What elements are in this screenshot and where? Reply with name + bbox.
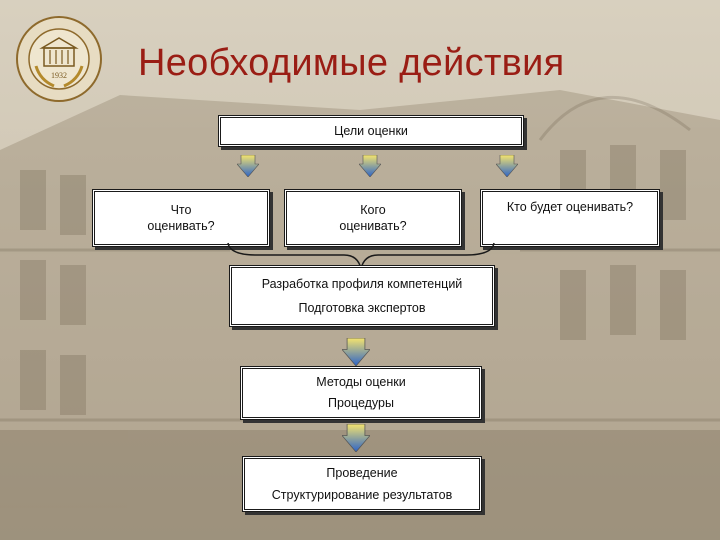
conduct-line1: Проведение (326, 465, 398, 480)
methods-box: Методы оценки Процедуры (240, 366, 482, 420)
competency-profile-box: Разработка профиля компетенций Подготовк… (229, 265, 495, 327)
competency-profile-line2: Подготовка экспертов (298, 300, 426, 315)
whom-to-assess-box: Кого оценивать? (284, 189, 462, 247)
methods-line2: Процедуры (328, 396, 394, 411)
what-to-assess-line1: Что (170, 202, 192, 217)
whom-to-assess-line1: Кого (360, 202, 386, 217)
arrow-down-icon (496, 155, 518, 177)
arrow-down-icon (237, 155, 259, 177)
logo-year: 1932 (51, 71, 67, 80)
slide-title: Необходимые действия (138, 42, 565, 84)
what-to-assess-box: Что оценивать? (92, 189, 270, 247)
conduct-line2: Структурирование результатов (271, 487, 453, 502)
goals-box: Цели оценки (218, 115, 524, 147)
whom-to-assess-line2: оценивать? (339, 219, 407, 233)
conduct-box: Проведение Структурирование результатов (242, 456, 482, 512)
arrow-down-icon (342, 424, 370, 452)
university-seal-logo: 1932 (16, 16, 102, 102)
what-to-assess-line2: оценивать? (147, 219, 215, 233)
arrow-down-icon (359, 155, 381, 177)
goals-label: Цели оценки (334, 123, 408, 138)
arrow-down-icon (342, 338, 370, 366)
who-assesses-label: Кто будет оценивать? (506, 200, 634, 214)
who-assesses-box: Кто будет оценивать? (480, 189, 660, 247)
competency-profile-line1: Разработка профиля компетенций (261, 276, 463, 291)
methods-line1: Методы оценки (316, 375, 406, 390)
